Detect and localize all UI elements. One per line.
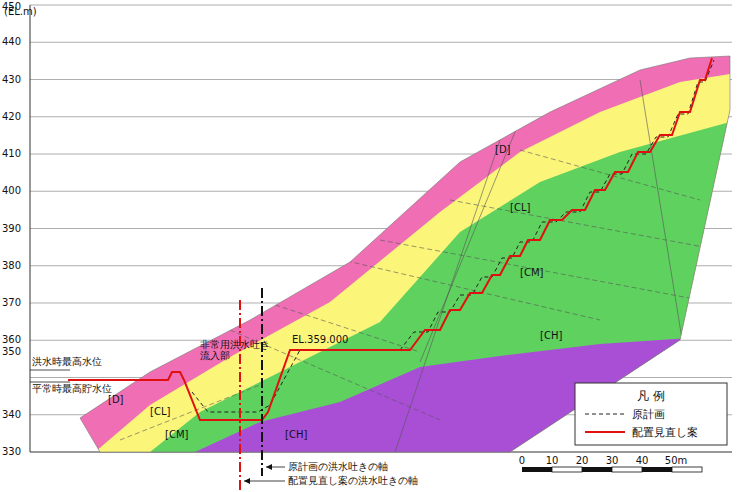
layer-label: [CM] [165,429,188,441]
axis-tick: 350 [2,346,21,358]
legend-text: 配置見直し案 [632,425,698,440]
axis-tick: 360 [2,334,21,346]
axis-tick: 330 [2,446,21,458]
layer-label: [CM] [520,267,543,279]
axis-tick: 340 [2,409,21,421]
axis-callout: 配置見直し案の洪水吐きの軸 [288,475,418,487]
axis-tick: 380 [2,260,21,272]
scale-number: 40 [636,455,649,467]
legend-text: 原計画 [632,407,665,422]
water-level-label: 洪水時最高水位 [32,356,102,368]
layer-label: [CL] [150,406,170,418]
axis-callout: 原計画の洪水吐きの軸 [288,461,388,473]
water-level-label: 平常時最高貯水位 [32,383,112,395]
axis-tick: 450 [2,1,21,13]
scale-number: 20 [576,455,589,467]
axis-tick: 400 [2,185,21,197]
axis-tick: 410 [2,148,21,160]
axis-tick: 430 [2,74,21,86]
layer-label: [D] [108,394,124,406]
scale-number: 50m [665,455,687,467]
axis-tick: 440 [2,36,21,48]
legend-title: 凡 例 [637,390,665,404]
elevation-label: EL.359.000 [292,334,348,346]
layer-label: [CL] [510,202,530,214]
scale-number: 0 [519,455,525,467]
axis-tick: 390 [2,223,21,235]
layer-label: [CH] [285,429,307,441]
spillway-inlet-label: 非常用洪水吐き 流入部 [200,339,280,362]
axis-tick: 420 [2,111,21,123]
layer-label: [CH] [540,330,562,342]
axis-tick: 370 [2,297,21,309]
scale-number: 10 [546,455,559,467]
layer-label: [D] [495,144,511,156]
scale-number: 30 [606,455,619,467]
